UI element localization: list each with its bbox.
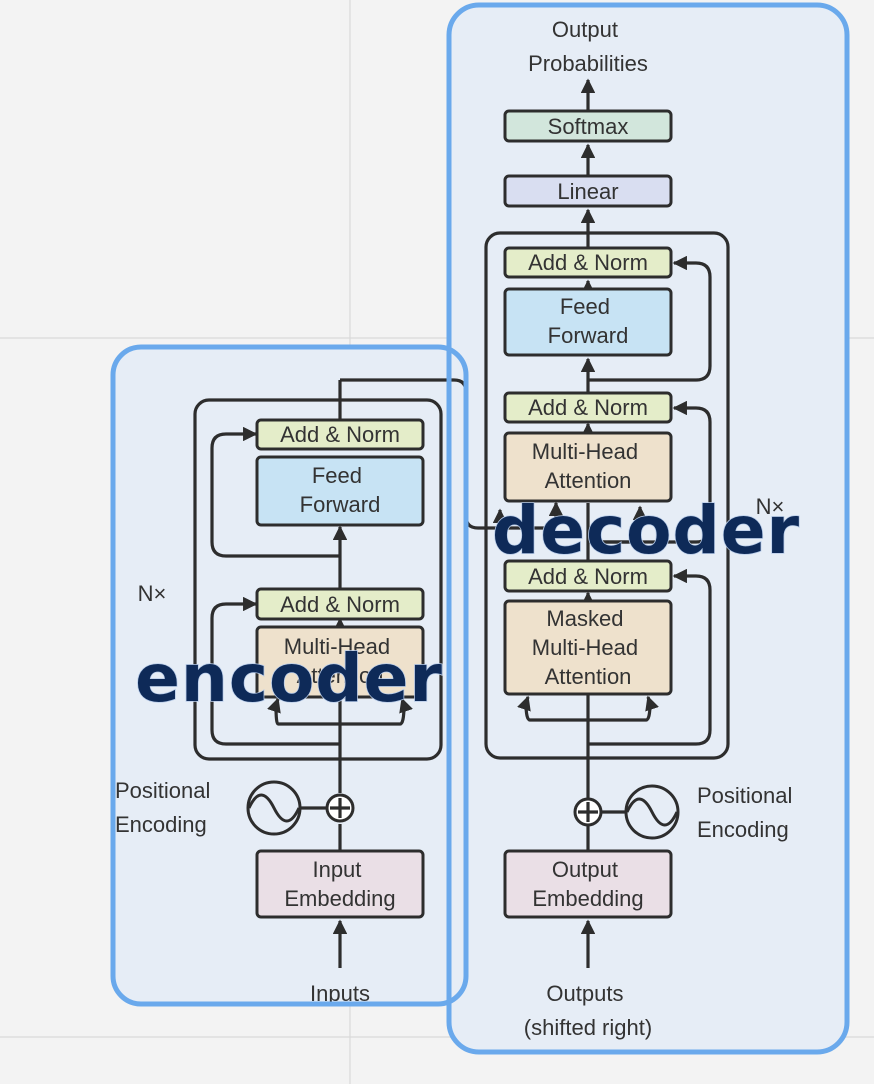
encoder-add-norm-bottom-box <box>255 587 425 621</box>
encoder-overlay-label: encoder <box>135 640 443 717</box>
decoder-add-norm-middle-label: Add & Norm <box>528 395 648 420</box>
decoder-softmax-box <box>503 109 673 143</box>
encoder-add-norm-top-label: Add & Norm <box>280 422 400 447</box>
encoder-sine-wave-icon <box>246 780 302 836</box>
decoder-feed-forward-label: Feed Forward <box>548 294 629 348</box>
decoder-output-probabilities-label: Output Probabilities <box>528 17 648 76</box>
decoder-add-norm-top-label: Add & Norm <box>528 250 648 275</box>
decoder-cross-attention-box <box>503 431 673 503</box>
decoder-linear-label: Linear <box>557 179 618 204</box>
decoder-overlay-label: decoder <box>492 492 800 569</box>
decoder-feed-forward-box <box>503 287 673 357</box>
encoder-feed-forward-box <box>255 455 425 527</box>
decoder-outputs-label: Outputs (shifted right) <box>524 981 652 1040</box>
decoder-repeat-label: N× <box>756 494 785 519</box>
encoder-positional-encoding-label: Positional Encoding <box>115 778 217 837</box>
encoder: Positional Encoding Input Embedding Mult… <box>115 378 564 1006</box>
decoder-add-norm-middle-box <box>503 391 673 424</box>
decoder-sine-wave-icon <box>624 784 680 840</box>
decoder-add-norm-top-box <box>503 246 673 279</box>
encoder-multi-head-attention-box <box>255 625 425 699</box>
encoder-add-norm-top-box <box>255 418 425 451</box>
encoder-repeat-label: N× <box>138 581 167 606</box>
decoder-softmax-label: Softmax <box>548 114 629 139</box>
encoder-add-norm-bottom-label: Add & Norm <box>280 592 400 617</box>
decoder-add-norm-bottom-label: Add & Norm <box>528 564 648 589</box>
decoder-masked-attention-box <box>503 599 673 696</box>
encoder-input-embedding-box <box>255 849 425 919</box>
decoder-masked-attention-label: Masked Multi-Head Attention <box>532 606 645 689</box>
encoder-feed-forward-label: Feed Forward <box>300 463 381 517</box>
encoder-layer-frame <box>193 398 443 761</box>
decoder-highlight-outline <box>446 2 850 1055</box>
decoder-cross-attention-label: Multi-Head Attention <box>532 439 645 493</box>
decoder-add-norm-bottom-box <box>503 559 673 593</box>
encoder-highlight-outline <box>110 344 469 1007</box>
decoder: Positional Encoding Output Embedding Mas… <box>484 17 799 1040</box>
decoder-output-embedding-label: Output Embedding <box>532 857 643 911</box>
encoder-input-embedding-label: Input Embedding <box>284 857 395 911</box>
decoder-positional-encoding-label: Positional Encoding <box>697 783 799 842</box>
decoder-linear-box <box>503 174 673 208</box>
decoder-output-embedding-box <box>503 849 673 919</box>
decoder-layer-frame <box>484 231 730 760</box>
encoder-multi-head-attention-label: Multi-Head Attention <box>284 634 397 688</box>
